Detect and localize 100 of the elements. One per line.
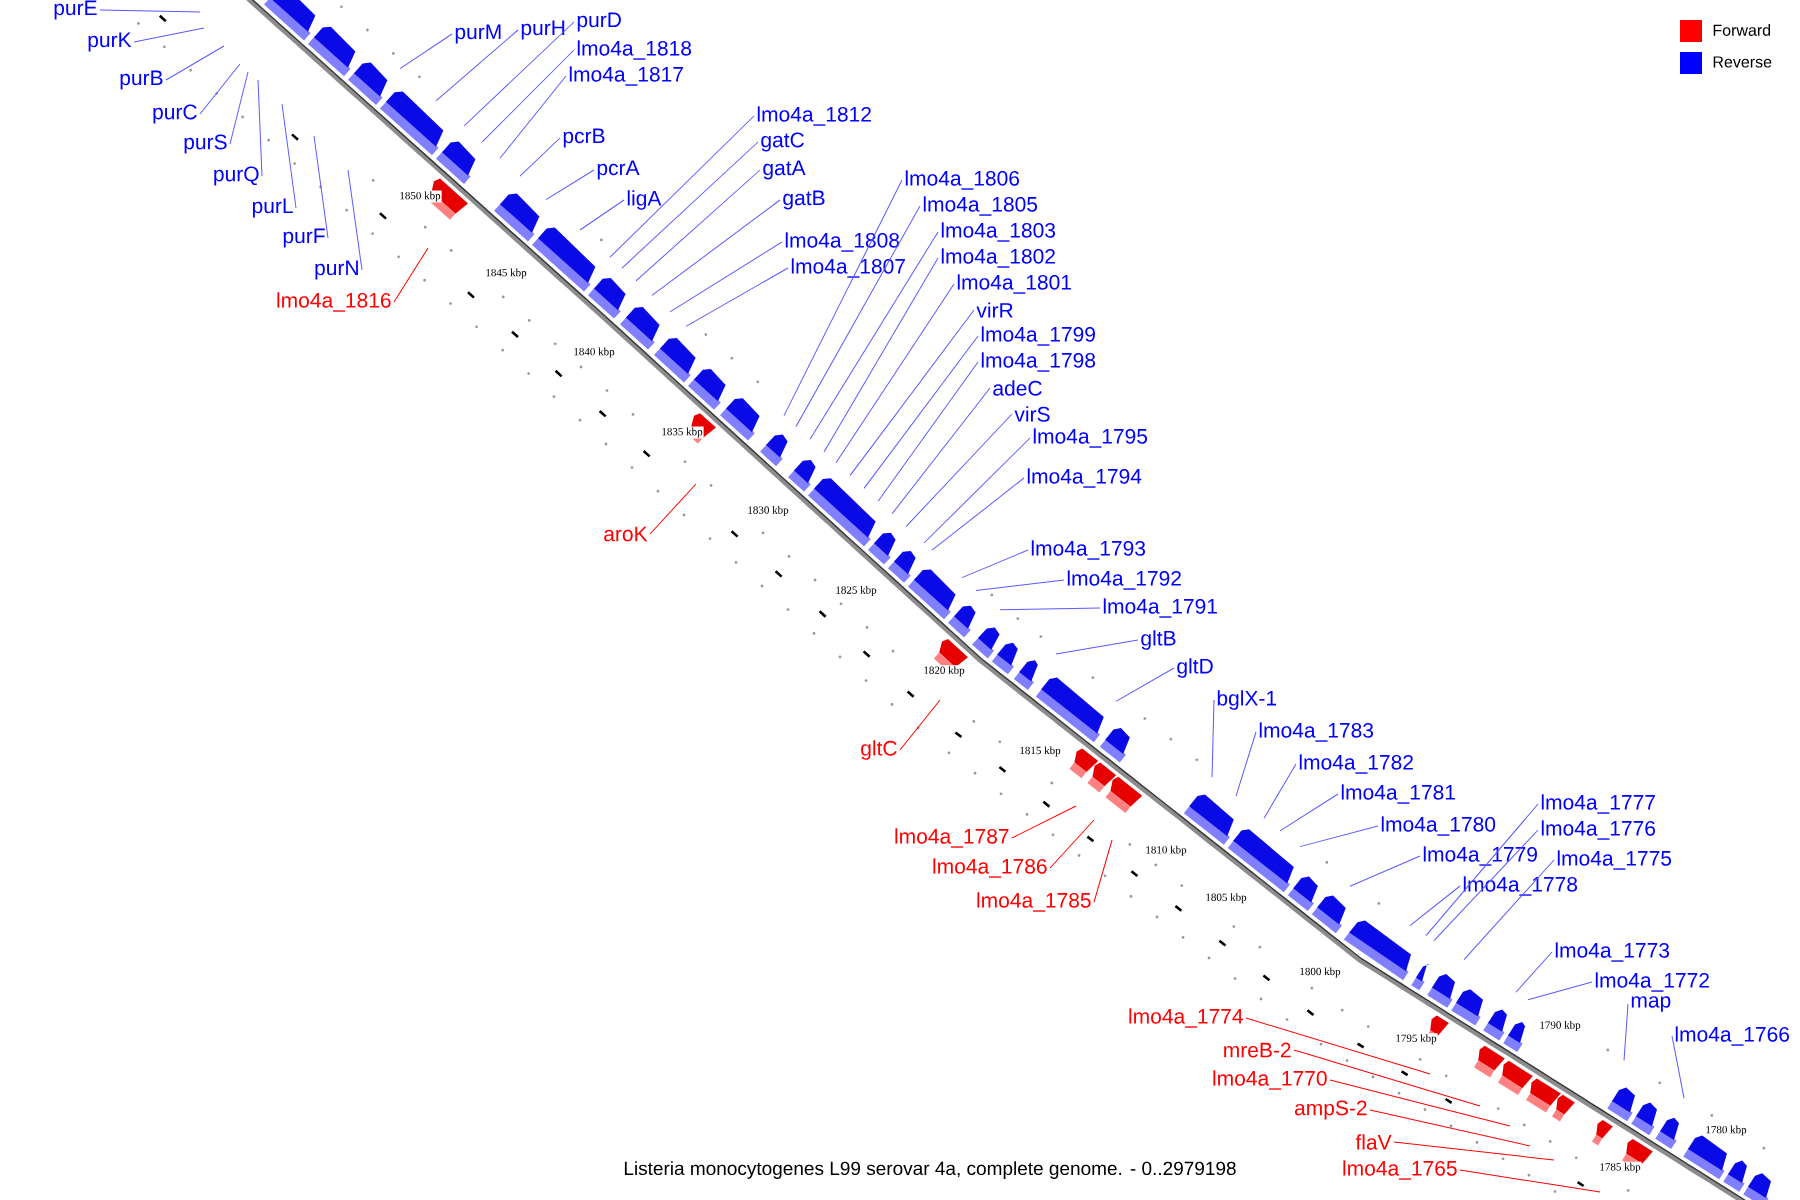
leader-line xyxy=(877,361,979,502)
gene-label: mreB-2 xyxy=(1224,1042,1291,1058)
gene-label: lmo4a_1770 xyxy=(1213,1070,1327,1090)
leader-line xyxy=(399,33,453,70)
gene-label: purL xyxy=(252,198,293,218)
leader-line xyxy=(463,21,575,127)
gene-label: lmo4a_1787 xyxy=(895,828,1009,848)
gene-label: purM xyxy=(455,24,501,44)
gene-label: virR xyxy=(976,302,1013,318)
gene-label: virS xyxy=(1014,406,1050,422)
leader-line xyxy=(1235,731,1257,797)
leader-line xyxy=(1279,793,1339,832)
gene-label: lmo4a_1818 xyxy=(577,40,692,60)
leader-line xyxy=(849,309,975,477)
leader-line xyxy=(1245,1017,1431,1075)
gene-label: lmo4a_1766 xyxy=(1675,1026,1790,1046)
gene-label: lmo4a_1776 xyxy=(1541,820,1656,840)
gene-label: purD xyxy=(577,12,621,32)
gene-label: lmo4a_1773 xyxy=(1555,942,1670,962)
leader-line xyxy=(133,27,205,43)
leader-line xyxy=(199,63,241,115)
leader-line xyxy=(257,79,263,177)
leader-line xyxy=(1211,699,1215,778)
gene-label: purS xyxy=(184,134,227,154)
gene-label: lmo4a_1774 xyxy=(1129,1008,1243,1028)
gene-label: lmo4a_1786 xyxy=(933,858,1047,878)
gene-label: lmo4a_1777 xyxy=(1541,794,1655,814)
gene-label: lmo4a_1785 xyxy=(977,892,1091,912)
leader-line xyxy=(435,29,519,102)
leader-line xyxy=(685,267,789,327)
gene-label: lmo4a_1782 xyxy=(1299,754,1413,774)
leader-line xyxy=(899,699,941,751)
gene-label: purF xyxy=(283,228,325,248)
leader-line xyxy=(1409,885,1461,927)
gene-label: purE xyxy=(54,0,97,20)
gene-label: pcrA xyxy=(597,160,640,180)
gene-label: lmo4a_1792 xyxy=(1067,570,1181,590)
leader-line xyxy=(669,241,783,313)
leader-line xyxy=(281,103,297,209)
gene-label: lmo4a_1799 xyxy=(981,326,1095,346)
gene-label: adeC xyxy=(993,380,1042,396)
gene-label: purC xyxy=(153,104,197,124)
gene-label: lmo4a_1781 xyxy=(1341,784,1455,804)
gene-label: ligA xyxy=(627,190,662,210)
gene-label: lmo4a_1798 xyxy=(981,352,1096,372)
gene-label: lmo4a_1775 xyxy=(1557,850,1672,870)
gene-label: lmo4a_1807 xyxy=(791,258,905,278)
leader-line xyxy=(1425,803,1539,937)
gene-label: lmo4a_1794 xyxy=(1027,468,1142,488)
leader-line xyxy=(1393,1141,1555,1161)
gene-label: purH xyxy=(521,20,565,40)
leader-line xyxy=(229,71,249,145)
leader-line xyxy=(1623,1003,1629,1061)
leader-line xyxy=(347,169,363,271)
leader-line xyxy=(835,283,955,464)
gene-label: purQ xyxy=(214,166,259,186)
leader-line xyxy=(1369,1109,1531,1147)
leader-line xyxy=(931,477,1025,551)
gene-label: gatA xyxy=(763,160,806,180)
gene-label: lmo4a_1780 xyxy=(1381,816,1496,836)
leader-line xyxy=(99,9,201,13)
gene-label: lmo4a_1805 xyxy=(923,196,1038,216)
legend-label: Reverse xyxy=(1713,56,1772,68)
leader-line xyxy=(1011,805,1077,839)
gene-label: gltD xyxy=(1177,658,1213,678)
gene-label: pcrB xyxy=(563,128,605,148)
gene-label: lmo4a_1806 xyxy=(905,170,1020,190)
leader-line xyxy=(809,231,939,440)
leader-line xyxy=(1093,839,1113,903)
gene-label: gatB xyxy=(783,190,825,210)
leader-line xyxy=(1293,1049,1481,1107)
gene-label: lmo4a_1801 xyxy=(957,274,1071,294)
gene-label: lmo4a_1802 xyxy=(941,248,1055,268)
leader-line xyxy=(783,179,903,417)
leader-line xyxy=(1115,667,1175,702)
leader-line xyxy=(1329,1079,1511,1127)
gene-label: lmo4a_1772 xyxy=(1595,972,1709,992)
leader-line xyxy=(1349,855,1421,887)
gene-label: lmo4a_1816 xyxy=(277,292,391,312)
gene-label: lmo4a_1791 xyxy=(1103,598,1217,618)
gene-label: gltB xyxy=(1141,630,1176,650)
leader-line xyxy=(1049,819,1095,869)
leader-line xyxy=(609,115,755,258)
legend-label: Forward xyxy=(1713,24,1771,36)
leader-line xyxy=(635,169,761,282)
gene-label: lmo4a_1795 xyxy=(1033,428,1148,448)
leader-line xyxy=(1671,1035,1685,1099)
gene-label: gatC xyxy=(761,132,804,152)
leader-line xyxy=(649,483,697,535)
gene-label: lmo4a_1803 xyxy=(941,222,1056,242)
gene-label: flaV xyxy=(1355,1134,1392,1150)
leader-line xyxy=(519,137,561,177)
leader-line xyxy=(1527,981,1593,1001)
leader-line xyxy=(165,45,225,81)
gene-label: gltC xyxy=(861,740,897,760)
leader-line xyxy=(1299,825,1379,848)
gene-label: lmo4a_1817 xyxy=(569,66,683,86)
leader-line xyxy=(795,205,921,427)
leader-line xyxy=(975,579,1065,591)
leader-line xyxy=(579,199,625,231)
